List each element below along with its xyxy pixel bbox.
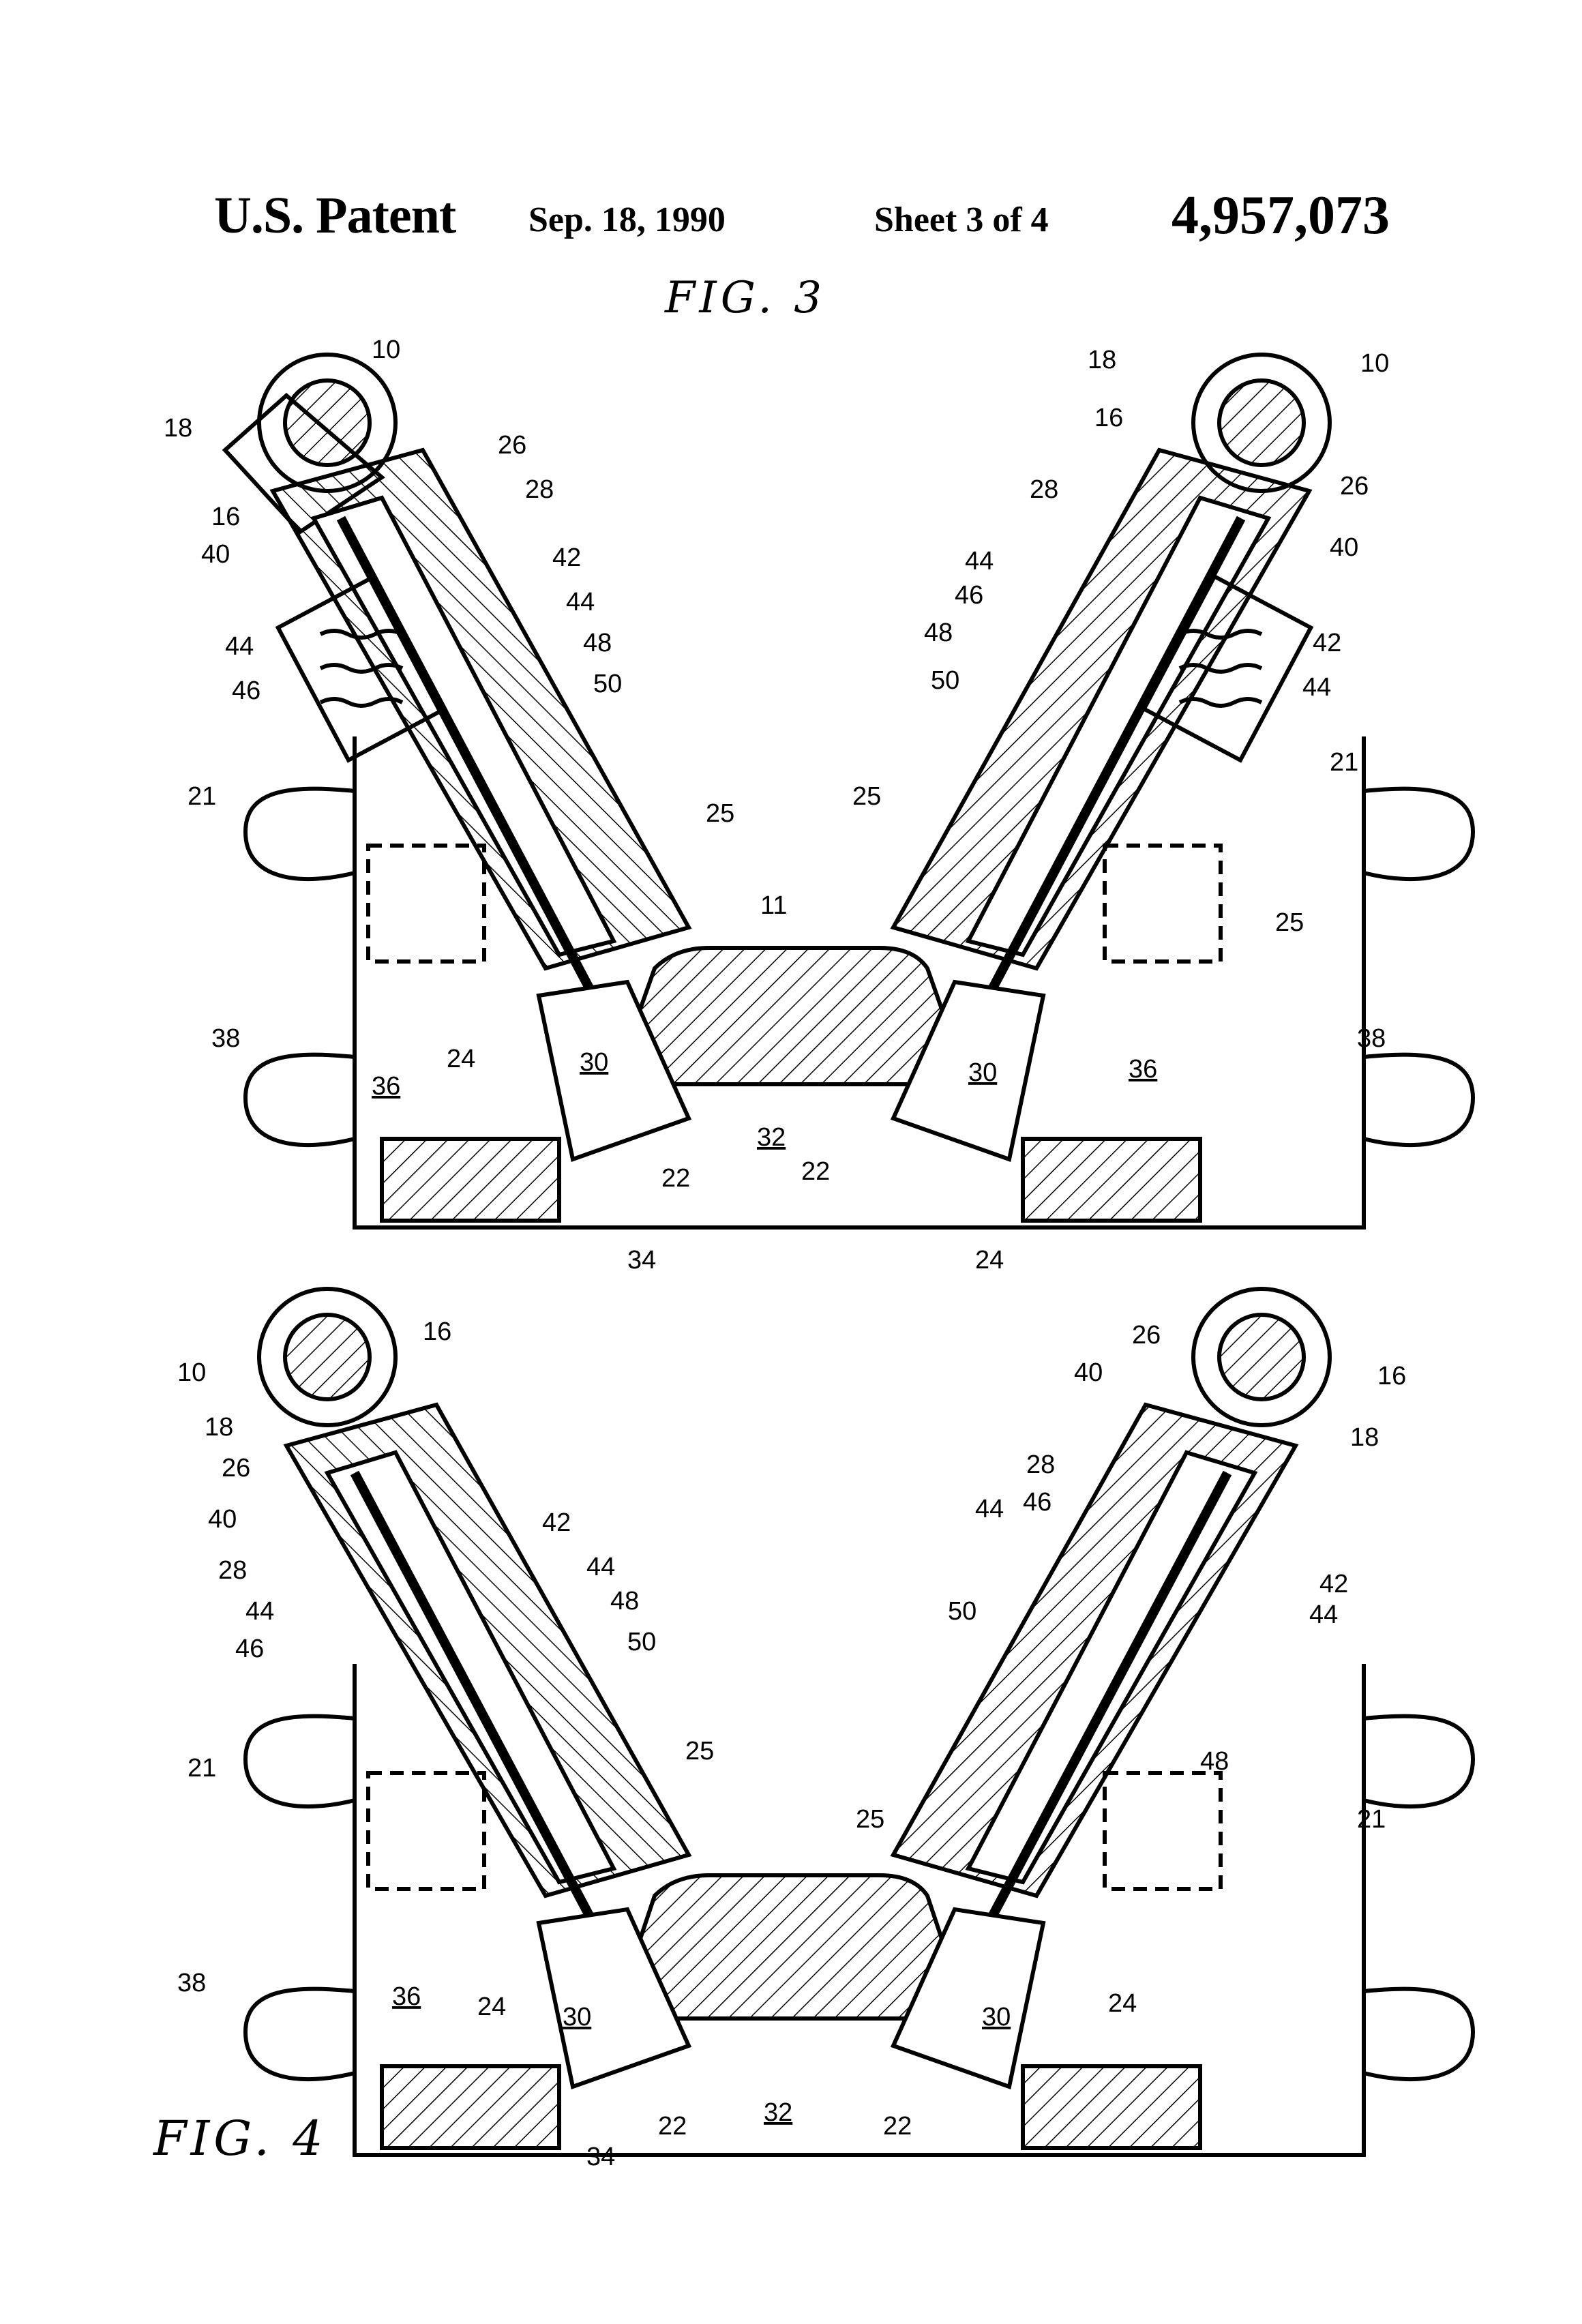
fig4-label: 36	[392, 1982, 421, 2011]
fig3-label: 36	[372, 1072, 400, 1101]
fig4-label: 30	[563, 2003, 591, 2031]
fig3-label: 24	[975, 1246, 1004, 1275]
fig3-label: 50	[931, 666, 959, 695]
fig3-label: 11	[760, 891, 787, 920]
fig4-label: 48	[610, 1587, 639, 1615]
fig3-label: 26	[1340, 472, 1369, 501]
fig3-label: 22	[801, 1157, 830, 1186]
fig3-label: 32	[757, 1123, 786, 1152]
fig4-label: 46	[1023, 1488, 1051, 1517]
fig3-label: 28	[1030, 475, 1058, 504]
fig3-label: 24	[447, 1045, 475, 1073]
fig3-label: 50	[593, 670, 622, 698]
fig4-label: 24	[1108, 1989, 1137, 2018]
fig3-label: 46	[955, 581, 983, 610]
fig4-label: 28	[218, 1556, 247, 1585]
fig4-label: 21	[1357, 1805, 1386, 1834]
fig4-label: 18	[205, 1413, 233, 1442]
fig4-label: 26	[222, 1454, 250, 1483]
patent-header: U.S. Patent Sep. 18, 1990 Sheet 3 of 4 4…	[0, 174, 1582, 256]
fig3-label: 25	[1275, 908, 1304, 937]
fig3-label: 21	[188, 782, 216, 811]
patent-title: U.S. Patent	[214, 186, 456, 245]
fig3-label: 10	[372, 336, 400, 364]
fig3-label: 30	[580, 1048, 608, 1077]
fig3-label: 10	[1360, 349, 1389, 378]
fig4-left-valve-assembly	[259, 1289, 689, 2087]
fig4-label: 16	[423, 1317, 451, 1346]
fig3-label: 40	[1330, 533, 1358, 562]
fig3-label: 38	[211, 1024, 240, 1053]
fig3-label: 42	[1313, 629, 1341, 657]
fig4-label: 38	[177, 1969, 206, 1997]
fig4-caption: FIG. 4	[153, 2111, 327, 2166]
fig4-label: 22	[658, 2112, 687, 2141]
fig4-label: 48	[1200, 1747, 1229, 1776]
fig3-label: 26	[498, 431, 526, 460]
fig3-right-camshaft	[1219, 381, 1304, 465]
fig3-label: 46	[232, 676, 260, 705]
fig3-label: 18	[1088, 346, 1116, 374]
patent-number: 4,957,073	[1171, 185, 1390, 247]
fig3-label: 44	[1302, 673, 1331, 702]
fig4-label: 44	[975, 1495, 1004, 1523]
fig3-label: 25	[852, 782, 881, 811]
fig4-label: 44	[586, 1553, 615, 1581]
fig3-label: 48	[583, 629, 612, 657]
fig3-label: 22	[661, 1164, 690, 1193]
fig4-right-valve-assembly	[893, 1289, 1330, 2087]
fig3-svg: 10 18 16 26 28 40 42 44 44 46 48 50 21 2…	[0, 314, 1582, 1289]
fig3-right-valve-assembly	[893, 355, 1330, 1159]
fig3-label: 44	[566, 588, 595, 616]
fig3-label: 34	[627, 1246, 656, 1275]
fig3-label: 48	[924, 619, 953, 647]
fig4-label: 34	[586, 2143, 615, 2171]
fig3-label: 40	[201, 540, 230, 569]
fig3-label: 28	[525, 475, 554, 504]
fig3-label: 25	[706, 799, 734, 828]
fig3-drawing: 10 18 16 26 28 40 42 44 44 46 48 50 21 2…	[0, 314, 1582, 1289]
fig4-label: 10	[177, 1358, 206, 1387]
fig4-label: 46	[235, 1635, 264, 1663]
fig4-left-camshaft	[285, 1315, 370, 1399]
fig3-label: 18	[164, 414, 192, 443]
fig4-label: 40	[208, 1505, 237, 1534]
fig3-label: 44	[225, 632, 254, 661]
fig4-label: 26	[1132, 1321, 1161, 1350]
fig3-left-valve-assembly	[225, 355, 689, 1159]
fig4-label: 44	[1309, 1600, 1338, 1629]
fig3-label: 21	[1330, 748, 1358, 777]
fig3-label: 30	[968, 1058, 997, 1087]
fig4-label: 24	[477, 1993, 506, 2021]
fig4-right-camshaft	[1219, 1315, 1304, 1399]
fig4-label: 28	[1026, 1450, 1055, 1479]
fig3-left-camshaft	[285, 381, 370, 465]
fig4-label: 21	[188, 1754, 216, 1783]
fig3-label: 44	[965, 547, 994, 576]
fig4-label: 50	[948, 1597, 976, 1626]
fig4-label: 42	[542, 1508, 571, 1537]
fig3-label: 36	[1129, 1055, 1157, 1084]
fig4-label: 42	[1319, 1570, 1348, 1598]
fig4-label: 44	[245, 1597, 274, 1626]
fig4-drawing: 10 16 18 26 40 28 42 44 44 46 48 50 21 2…	[0, 1282, 1582, 2182]
fig4-label: 40	[1074, 1358, 1103, 1387]
patent-date: Sep. 18, 1990	[528, 200, 726, 240]
sheet-indicator: Sheet 3 of 4	[874, 200, 1049, 240]
fig3-label: 42	[552, 543, 581, 572]
fig4-label: 16	[1377, 1362, 1406, 1390]
fig3-label: 38	[1357, 1024, 1386, 1053]
fig4-label: 18	[1350, 1423, 1379, 1452]
fig4-label: 25	[685, 1737, 714, 1766]
fig4-label: 25	[856, 1805, 884, 1834]
fig4-label: 50	[627, 1628, 656, 1656]
fig4-label: 32	[764, 2098, 792, 2127]
fig3-label: 16	[211, 503, 240, 531]
fig4-label: 30	[982, 2003, 1011, 2031]
fig3-label: 16	[1094, 404, 1123, 432]
fig4-label: 22	[883, 2112, 912, 2141]
fig4-svg: 10 16 18 26 40 28 42 44 44 46 48 50 21 2…	[0, 1282, 1582, 2182]
